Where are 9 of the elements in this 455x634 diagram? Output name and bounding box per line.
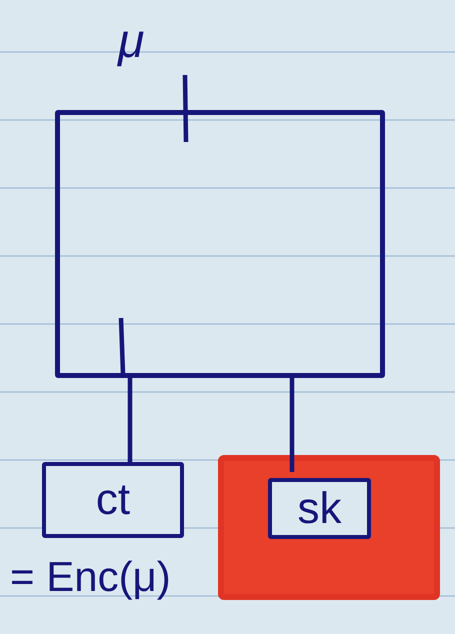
- connector-line: [128, 378, 132, 462]
- equation-text: = Enc(μ): [10, 556, 171, 598]
- empty-box: [55, 110, 385, 378]
- connector-line: [290, 378, 294, 472]
- box-label: ct: [96, 478, 130, 522]
- box-label: sk: [298, 486, 342, 530]
- label-box: [268, 478, 371, 539]
- variable-label: μ: [118, 18, 144, 66]
- scribbled-panel: [218, 455, 440, 600]
